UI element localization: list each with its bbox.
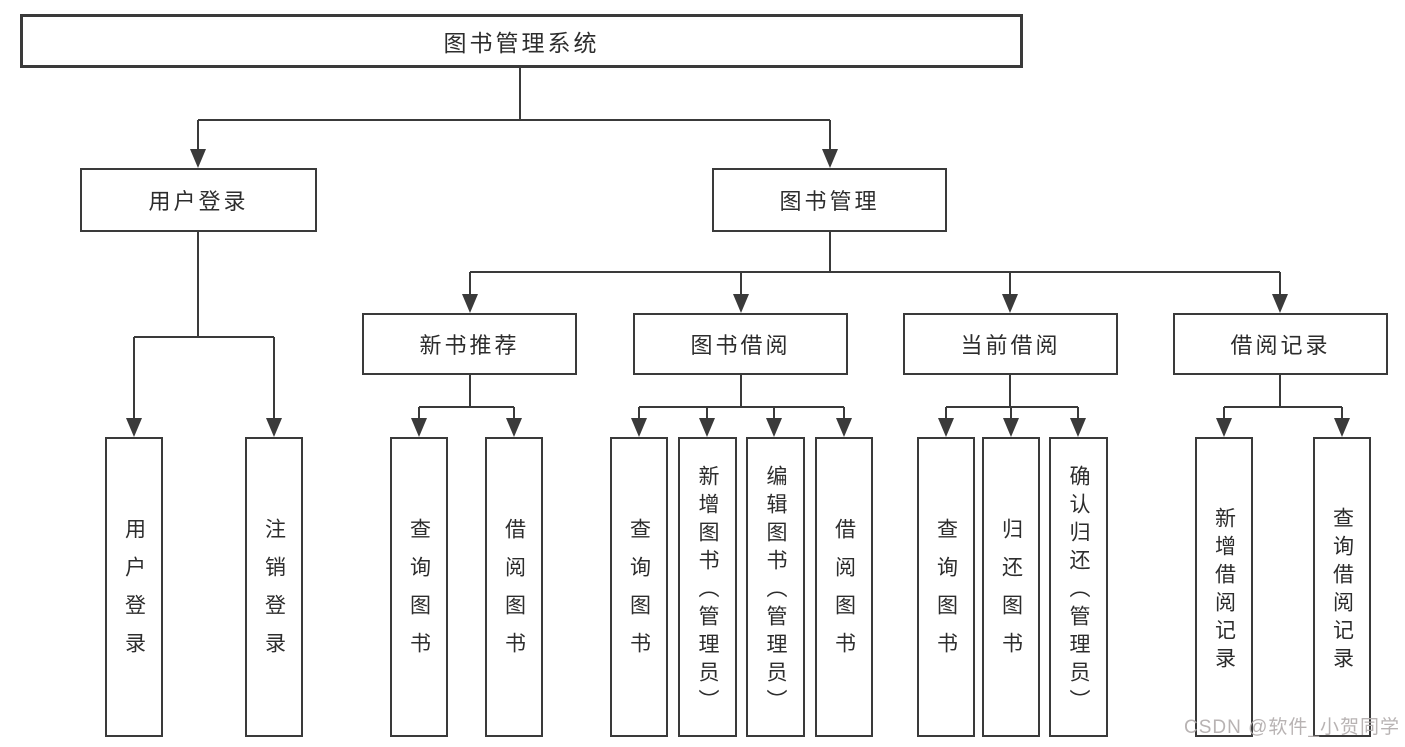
node-add-borrow-record: 新增借阅记录 [1195, 437, 1253, 737]
arrowhead [1216, 418, 1232, 437]
connector-borrowing-children [638, 375, 845, 421]
node-query-borrow-record: 查询借阅记录 [1313, 437, 1371, 737]
arrowhead [1003, 418, 1019, 437]
node-query-books-current: 查询图书 [917, 437, 975, 737]
connector-root-to-level2 [197, 68, 831, 152]
arrowhead [126, 418, 142, 437]
node-query-books-recommendation: 查询图书 [390, 437, 448, 737]
arrowhead [699, 418, 715, 437]
node-library-management-system: 图书管理系统 [20, 14, 1023, 68]
arrowhead [190, 149, 206, 168]
arrowhead [1272, 294, 1288, 313]
arrowhead [1070, 418, 1086, 437]
arrowhead [766, 418, 782, 437]
arrowhead [836, 418, 852, 437]
node-book-management: 图书管理 [712, 168, 947, 232]
watermark: CSDN @软件_小贺同学 [1184, 717, 1400, 738]
node-new-book-recommendation: 新书推荐 [362, 313, 577, 375]
node-query-books-borrowing: 查询图书 [610, 437, 668, 737]
connector-recommendation-children [418, 375, 515, 421]
arrowhead [733, 294, 749, 313]
arrowhead [631, 418, 647, 437]
arrowhead [938, 418, 954, 437]
connector-current-children [945, 375, 1079, 421]
node-confirm-return-admin: 确认归还（管理员） [1049, 437, 1108, 737]
node-user-login: 用户登录 [80, 168, 317, 232]
node-return-books: 归还图书 [982, 437, 1040, 737]
node-current-borrowing: 当前借阅 [903, 313, 1118, 375]
node-user-login-leaf: 用户登录 [105, 437, 163, 737]
arrowhead [266, 418, 282, 437]
arrowheads [126, 149, 1350, 437]
node-logout-leaf: 注销登录 [245, 437, 303, 737]
arrowhead [822, 149, 838, 168]
node-add-books-admin: 新增图书（管理员） [678, 437, 737, 737]
node-borrow-books-borrowing: 借阅图书 [815, 437, 873, 737]
connector-user-login-children [133, 232, 275, 421]
node-borrowing-records: 借阅记录 [1173, 313, 1388, 375]
connector-lines [133, 68, 1343, 421]
node-book-borrowing: 图书借阅 [633, 313, 848, 375]
arrowhead [506, 418, 522, 437]
node-edit-books-admin: 编辑图书（管理员） [746, 437, 805, 737]
connector-records-children [1223, 375, 1343, 421]
arrowhead [1334, 418, 1350, 437]
connector-book-management-children [469, 232, 1281, 297]
node-borrow-books-recommendation: 借阅图书 [485, 437, 543, 737]
arrowhead [1002, 294, 1018, 313]
arrowhead [462, 294, 478, 313]
arrowhead [411, 418, 427, 437]
